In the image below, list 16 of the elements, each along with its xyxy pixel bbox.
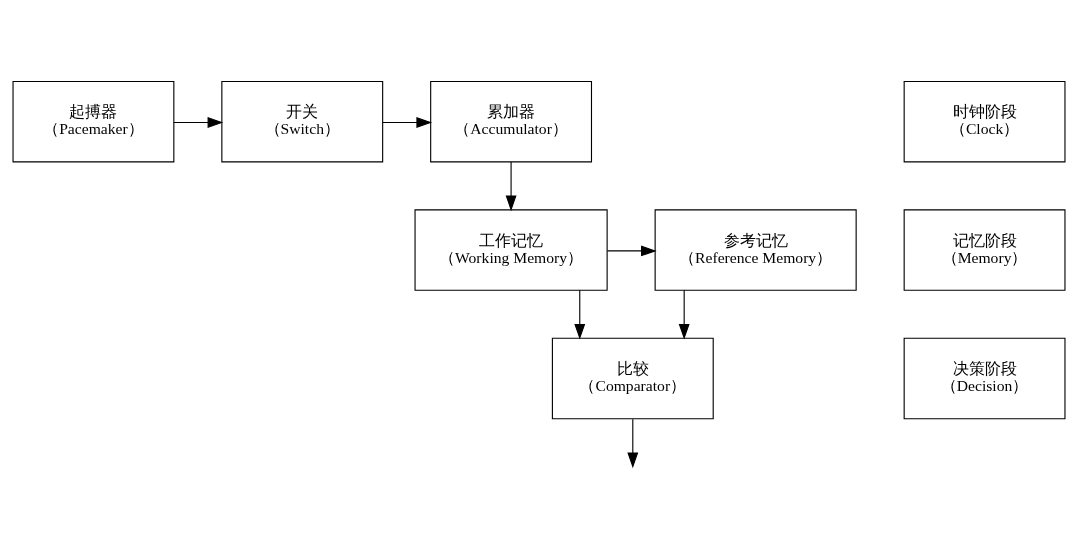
arrow <box>382 116 433 128</box>
node-box: 开关 （Switch） <box>221 80 384 162</box>
arrow <box>606 244 657 256</box>
arrow <box>574 289 586 340</box>
node-box: 时钟阶段 （Clock） <box>903 80 1066 162</box>
node-box: 记忆阶段 （Memory） <box>903 208 1066 291</box>
node-box: 起搏器 （Pacemaker） <box>12 80 175 162</box>
arrow <box>678 289 690 340</box>
arrow <box>627 418 639 468</box>
node-box: 参考记忆 （Reference Memory） <box>654 208 857 291</box>
arrow <box>505 160 517 211</box>
node-box: 累加器 （Accumulator） <box>430 80 593 162</box>
node-box: 决策阶段 （Decision） <box>903 337 1066 419</box>
node-box: 工作记忆 （Working Memory） <box>414 208 608 291</box>
node-box: 比较 （Comparator） <box>551 337 714 419</box>
arrow <box>173 116 224 128</box>
